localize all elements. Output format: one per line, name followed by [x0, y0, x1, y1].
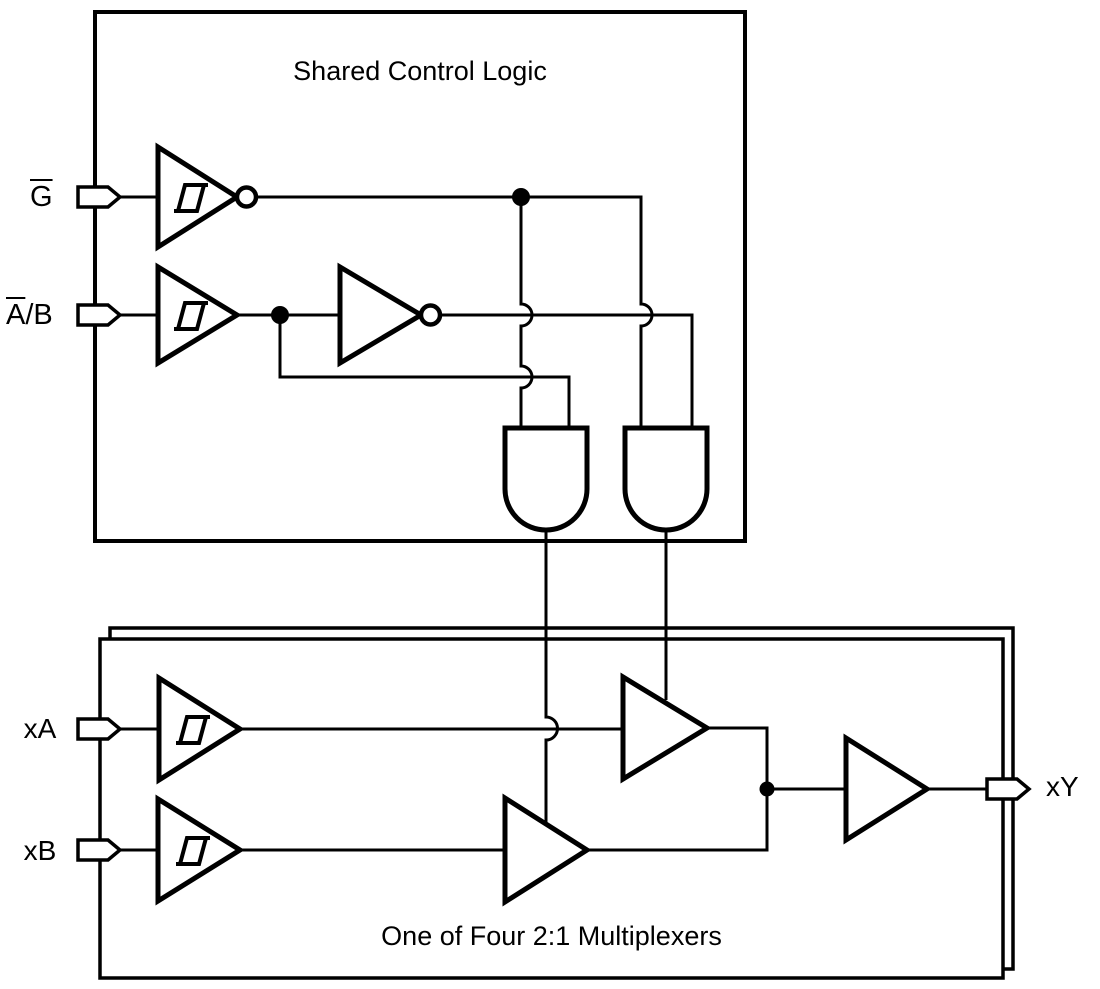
wire-enable-to-and-a: [519, 197, 534, 428]
wire-select-to-and-a: [278, 315, 571, 428]
xb-input-label: xB: [23, 835, 57, 866]
junction-dot-output: [759, 781, 775, 797]
hysteresis-icon: [176, 836, 210, 866]
hysteresis-icon: [174, 183, 208, 213]
wire-enable-to-and-b: [256, 195, 654, 428]
xy-output-label: xY: [1046, 771, 1079, 802]
g-inverter-bubble-icon: [234, 185, 259, 209]
ab-input-label-overlined: A: [6, 299, 26, 331]
g-schmitt-inverter: [155, 142, 242, 252]
shared-control-title: Shared Control Logic: [293, 56, 547, 86]
ab-input-label: A/B: [6, 299, 53, 332]
gates: [155, 142, 932, 907]
output-buffer: [843, 733, 932, 845]
g-input-port: [76, 185, 123, 209]
ab-inverter: [337, 262, 426, 368]
hysteresis-icon: [174, 301, 208, 331]
xb-schmitt-buffer: [155, 794, 245, 906]
xa-input-port: [76, 717, 123, 741]
xa-input-label: xA: [23, 713, 57, 744]
mux-title: One of Four 2:1 Multiplexers: [381, 921, 722, 951]
xa-tristate-buffer: [620, 672, 712, 784]
and-gate-b: [622, 425, 710, 533]
wire-select-inv-to-and-b: [440, 313, 694, 428]
g-input-label: G: [30, 181, 53, 214]
xb-tristate-buffer: [502, 793, 592, 907]
hysteresis-icon: [176, 715, 210, 745]
wires: [120, 195, 988, 852]
xy-output-port: [985, 777, 1032, 801]
ab-input-port: [76, 303, 123, 327]
ab-inverter-bubble-icon: [418, 303, 443, 327]
ab-input-label-rest: /B: [25, 299, 53, 331]
junction-dot-select: [271, 306, 289, 324]
junction-dot-enable: [512, 188, 530, 206]
and-gate-a: [502, 425, 590, 533]
hysteresis-icons: [174, 183, 210, 866]
ports: [76, 185, 1032, 862]
xb-input-port: [76, 838, 123, 862]
g-input-label-overlined: G: [30, 181, 53, 213]
ab-schmitt-buffer: [155, 262, 242, 368]
shared-control-box: [93, 10, 747, 543]
xa-schmitt-buffer: [156, 673, 245, 785]
